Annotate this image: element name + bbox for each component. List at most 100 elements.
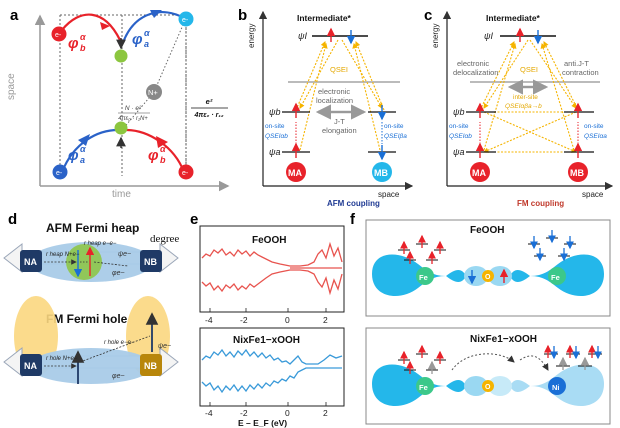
- fm-title: FM Fermi hole: [46, 312, 128, 326]
- dos-bottom-curve-lower: [201, 367, 342, 394]
- electron-label: e-: [182, 17, 189, 24]
- metal-a-label: MA: [472, 168, 486, 178]
- metal-b: [372, 162, 392, 182]
- energy-axis-label: energy: [431, 24, 440, 48]
- space-axis-label: space: [6, 73, 17, 100]
- phi-e-label: φe−: [112, 373, 125, 380]
- fe-orbital-lobe: [446, 380, 466, 392]
- x-tick: -2: [240, 315, 248, 325]
- psi-b-label: ψb: [269, 107, 281, 117]
- psi-e-label: ψe−: [158, 343, 171, 350]
- x-tick: 2: [323, 408, 328, 418]
- phi-sup: α: [160, 144, 166, 154]
- panel-label: f: [350, 211, 356, 228]
- electron-label: e-: [56, 170, 63, 177]
- fe-atom: [416, 267, 434, 285]
- onsite-qsei: QSEIβa: [384, 133, 407, 140]
- delocalization-label: delocalization: [453, 68, 498, 77]
- dos-top-frame: [199, 225, 345, 313]
- phi-a-bot-label: φ: [68, 147, 79, 164]
- r-hole-ee-label: r hole e−e−: [104, 340, 135, 346]
- o-atom: [482, 380, 494, 392]
- formula-big-den: 4πε₀ · r₁₂: [193, 112, 223, 119]
- electron-label: e-: [182, 170, 189, 177]
- nucleus-a: [20, 250, 42, 272]
- dos-top-title: FeOOH: [252, 235, 286, 246]
- panel-label: c: [424, 7, 432, 24]
- spin-levels-right: [544, 344, 602, 370]
- nucleus-a: [20, 354, 42, 376]
- fe-label: Fe: [419, 273, 428, 282]
- space-axis-label: space: [378, 190, 400, 199]
- fe-label: Fe: [551, 273, 560, 282]
- metal-b: [568, 162, 588, 182]
- qsei-transitions: [295, 39, 385, 151]
- phi-b-top-label: φ: [68, 35, 79, 52]
- panel-label: b: [238, 7, 247, 24]
- phi-sub: b: [80, 43, 86, 53]
- localization-label: localization: [316, 96, 353, 105]
- phi-sup: α: [80, 144, 86, 154]
- x-tick: 0: [285, 315, 290, 325]
- psi-I-label: ψI: [484, 31, 494, 41]
- x-tick: -2: [240, 408, 248, 418]
- panel-label: a: [10, 7, 19, 24]
- ni-orbital-right: [530, 364, 604, 407]
- o-label: O: [485, 274, 491, 281]
- x-axis-label: E – E_F (eV): [238, 418, 287, 428]
- psi-e-label: ψe−: [118, 251, 131, 258]
- space-axis-label: space: [582, 190, 604, 199]
- electron-cloud: [29, 348, 153, 384]
- dos-bottom-curve-upper: [201, 348, 343, 365]
- psi-a-label: ψa: [269, 147, 281, 157]
- metal-b-label: MB: [570, 168, 584, 178]
- onsite-label: on-site: [449, 123, 469, 130]
- nucleus-b-label: NB: [144, 257, 157, 267]
- psi-I-label: ψI: [298, 31, 308, 41]
- panel-f: f FeOOH Fe O Fe: [350, 211, 611, 425]
- fe-atom: [548, 267, 566, 285]
- electron-green-top: [114, 49, 128, 63]
- fe-orbital-right: [530, 254, 604, 297]
- onsite-qsei: QSEIαa: [584, 133, 607, 140]
- jt-label: elongation: [322, 126, 357, 135]
- dos-bottom-title: NixFe1−xOOH: [233, 335, 300, 346]
- phi-a-top-curve: [122, 11, 185, 41]
- ni-atom: [548, 377, 566, 395]
- panel-a: a space time e- e- N+: [6, 7, 230, 200]
- intersite-label: inter-site: [513, 94, 538, 101]
- dos-bottom-ticks: [209, 402, 327, 406]
- spin-levels-left: [398, 234, 446, 264]
- intermediate-label: Intermediate*: [486, 13, 541, 23]
- fe-orbital-lobe: [510, 270, 530, 282]
- orbital-bottom-title: NixFe1−xOOH: [470, 334, 537, 345]
- psi-b-label: ψb: [453, 107, 465, 117]
- nucleus-b: [140, 354, 162, 376]
- x-tick: 2: [323, 315, 328, 325]
- spin-levels-right: [528, 230, 576, 262]
- phi-b-top-curve: [61, 13, 121, 41]
- r-hole-ee-line: [79, 335, 151, 363]
- degree-label: degree: [150, 233, 179, 245]
- x-tick: -4: [205, 408, 213, 418]
- nucleus: [146, 84, 162, 100]
- ni-label: Ni: [552, 383, 560, 392]
- dos-top-ticks: [209, 308, 327, 312]
- onsite-label: on-site: [384, 123, 404, 130]
- spin-levels-left: [398, 344, 446, 374]
- dos-top-curve-upper: [201, 241, 343, 267]
- charge-transfer-arrow: [519, 355, 549, 371]
- electron-label: e-: [55, 32, 62, 39]
- electron-cyan-top: [178, 11, 194, 27]
- fe-orbital-left: [372, 364, 446, 407]
- nucleus-a-label: NA: [24, 257, 37, 267]
- o-orbital-right: [488, 376, 512, 396]
- panel-c: c energy space Intermediate* ψI QSEI: [424, 7, 614, 208]
- phi-line: [93, 261, 129, 267]
- phi-a-top-label: φ: [132, 31, 143, 48]
- r-heap-ee-label: r heap e−e−: [84, 241, 117, 247]
- formula-small-den: 4πε₀ · r₁N+: [118, 116, 148, 122]
- afm-title: AFM Fermi heap: [46, 221, 139, 235]
- time-axis-label: time: [112, 189, 131, 200]
- arrow-head: [156, 136, 168, 148]
